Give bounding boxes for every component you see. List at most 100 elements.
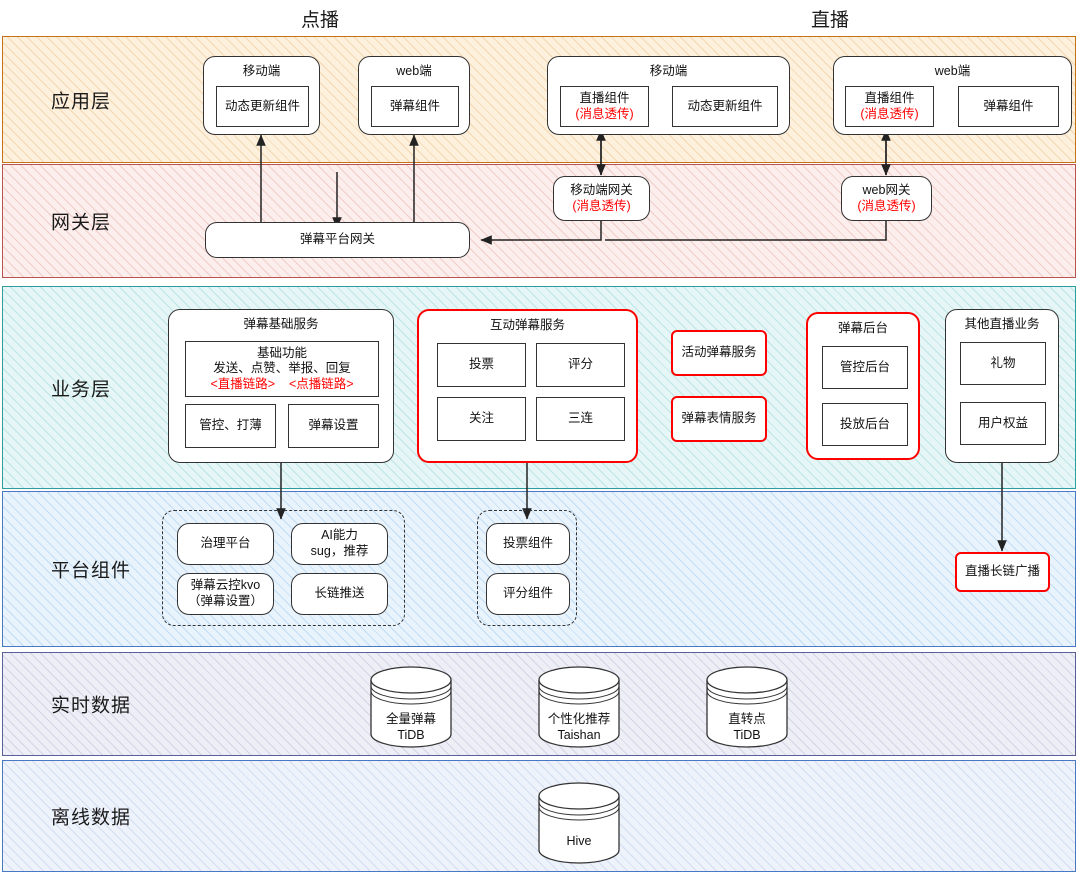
item-label: 长链推送: [314, 586, 365, 601]
service-group-danmaku-backend[interactable]: 弹幕后台 管控后台 投放后台: [806, 312, 920, 460]
component-label: 直播组件: [579, 90, 630, 105]
service-label: 活动弹幕服务: [681, 345, 757, 360]
service-item-triple[interactable]: 三连: [536, 397, 625, 441]
component-label: 弹幕组件: [389, 98, 440, 113]
service-group-danmaku-base-title: 弹幕基础服务: [243, 317, 319, 331]
core-tag-vod: <点播链路>: [288, 376, 354, 391]
service-group-backend-title: 弹幕后台: [837, 321, 888, 335]
platform-item-danmaku-cloud-kvo[interactable]: 弹幕云控kvo （弹幕设置）: [177, 573, 274, 615]
item-label: 关注: [468, 411, 494, 426]
app-card-live-web[interactable]: web端 直播组件 (消息透传) 弹幕组件: [833, 56, 1072, 135]
datastore-label: 直转点 TiDB: [704, 712, 790, 743]
item-label: 管控、打薄: [199, 418, 262, 433]
layer-label-offline: 离线数据: [51, 807, 132, 829]
service-group-interactive-title: 互动弹幕服务: [489, 318, 565, 332]
gateway-sublabel: (消息透传): [857, 198, 916, 213]
service-group-other-live-title: 其他直播业务: [964, 317, 1040, 331]
platform-group-left: 治理平台 AI能力 sug，推荐 弹幕云控kvo （弹幕设置） 长链推送: [162, 510, 405, 626]
service-danmaku-emoji[interactable]: 弹幕表情服务: [671, 396, 767, 442]
datastore-personalized-recommendation[interactable]: 个性化推荐 Taishan: [536, 666, 622, 748]
service-item-vote[interactable]: 投票: [437, 343, 526, 387]
layer-band-realtime: 实时数据: [2, 652, 1076, 756]
layer-band-platform: 平台组件: [2, 491, 1076, 647]
platform-item-rating-component[interactable]: 评分组件: [486, 573, 570, 615]
item-sublabel: （弹幕设置）: [187, 594, 263, 608]
app-component-live-passthrough-mobile[interactable]: 直播组件 (消息透传): [560, 86, 649, 127]
platform-item-ai-capability[interactable]: AI能力 sug，推荐: [291, 523, 388, 565]
service-item-rating[interactable]: 评分: [536, 343, 625, 387]
item-label: 投放后台: [839, 416, 890, 431]
platform-group-right: 投票组件 评分组件: [477, 510, 577, 626]
gateway-mobile[interactable]: 移动端网关 (消息透传): [553, 176, 650, 221]
app-card-vod-mobile[interactable]: 移动端 动态更新组件: [203, 56, 320, 135]
gateway-label: 弹幕平台网关: [299, 232, 375, 247]
component-label: 弹幕组件: [983, 98, 1034, 113]
platform-item-governance[interactable]: 治理平台: [177, 523, 274, 565]
app-card-live-web-title: web端: [934, 64, 971, 78]
datastore-label: 个性化推荐 Taishan: [536, 712, 622, 743]
app-card-vod-web[interactable]: web端 弹幕组件: [358, 56, 470, 135]
datastore-label: Hive: [536, 834, 622, 850]
component-sublabel: (消息透传): [860, 106, 919, 121]
column-header-live: 直播: [810, 10, 849, 31]
item-label: 投票组件: [502, 536, 553, 551]
service-label: 弹幕表情服务: [681, 411, 757, 426]
item-label: 治理平台: [200, 536, 251, 551]
item-sublabel: sug，推荐: [310, 544, 369, 558]
service-group-other-live[interactable]: 其他直播业务 礼物 用户权益: [945, 309, 1059, 463]
app-card-vod-web-title: web端: [396, 64, 432, 78]
item-label: 直播长链广播: [964, 564, 1040, 579]
app-card-live-mobile-title: 移动端: [649, 64, 688, 78]
datastore-tech: TiDB: [733, 727, 761, 742]
service-group-danmaku-base[interactable]: 弹幕基础服务 基础功能 发送、点赞、举报、回复 <直播链路> <点播链路> 管控…: [168, 309, 394, 463]
platform-item-long-connection-push[interactable]: 长链推送: [291, 573, 388, 615]
layer-label-app: 应用层: [51, 91, 112, 112]
service-group-interactive-danmaku[interactable]: 互动弹幕服务 投票 评分 关注 三连: [417, 309, 638, 463]
gateway-web[interactable]: web网关 (消息透传): [841, 176, 932, 221]
item-label: 弹幕云控kvo: [190, 578, 261, 593]
datastore-label: 全量弹幕 TiDB: [368, 712, 454, 743]
component-label: 动态更新组件: [224, 98, 300, 113]
datastore-tech: Taishan: [557, 727, 601, 742]
datastore-name: Hive: [566, 834, 592, 848]
service-item-delivery-backend[interactable]: 投放后台: [822, 403, 908, 446]
app-card-vod-mobile-title: 移动端: [242, 64, 281, 78]
datastore-name: 全量弹幕: [385, 712, 436, 726]
datastore-full-danmaku[interactable]: 全量弹幕 TiDB: [368, 666, 454, 748]
gateway-danmaku-platform[interactable]: 弹幕平台网关: [205, 222, 470, 258]
app-component-dynamic-update-live-mobile[interactable]: 动态更新组件: [672, 86, 778, 127]
item-label: AI能力: [321, 528, 358, 543]
app-card-live-mobile[interactable]: 移动端 直播组件 (消息透传) 动态更新组件: [547, 56, 790, 135]
item-label: 用户权益: [977, 415, 1028, 430]
item-label: 评分: [567, 357, 593, 372]
component-label: 动态更新组件: [687, 98, 763, 113]
component-label: 直播组件: [864, 90, 915, 105]
service-activity-danmaku[interactable]: 活动弹幕服务: [671, 330, 767, 376]
component-sublabel: (消息透传): [575, 106, 634, 121]
item-label: 弹幕设置: [308, 418, 359, 433]
service-item-danmaku-settings[interactable]: 弹幕设置: [288, 404, 379, 448]
datastore-tech: TiDB: [397, 727, 425, 742]
core-tag-live: <直播链路>: [210, 376, 276, 391]
layer-label-platform: 平台组件: [51, 560, 132, 582]
core-line-1: 基础功能: [256, 345, 307, 360]
app-component-live-passthrough-web[interactable]: 直播组件 (消息透传): [845, 86, 934, 127]
service-item-follow[interactable]: 关注: [437, 397, 526, 441]
service-item-gift[interactable]: 礼物: [960, 342, 1046, 385]
datastore-hive[interactable]: Hive: [536, 782, 622, 864]
app-component-danmaku-vod-web[interactable]: 弹幕组件: [371, 86, 459, 127]
gateway-label: web网关: [862, 182, 911, 197]
platform-item-live-long-connection-broadcast[interactable]: 直播长链广播: [955, 552, 1050, 592]
datastore-live-to-vod[interactable]: 直转点 TiDB: [704, 666, 790, 748]
platform-item-vote-component[interactable]: 投票组件: [486, 523, 570, 565]
service-core-basic-functions[interactable]: 基础功能 发送、点赞、举报、回复 <直播链路> <点播链路>: [185, 341, 379, 397]
service-item-moderation-backend[interactable]: 管控后台: [822, 346, 908, 389]
layer-label-business: 业务层: [51, 379, 112, 400]
core-line-2: 发送、点赞、举报、回复: [213, 361, 351, 376]
app-component-danmaku-live-web[interactable]: 弹幕组件: [958, 86, 1059, 127]
app-component-dynamic-update-vod[interactable]: 动态更新组件: [216, 86, 309, 127]
service-item-user-benefits[interactable]: 用户权益: [960, 402, 1046, 445]
service-item-moderation[interactable]: 管控、打薄: [185, 404, 276, 448]
gateway-label: 移动端网关: [570, 182, 633, 197]
